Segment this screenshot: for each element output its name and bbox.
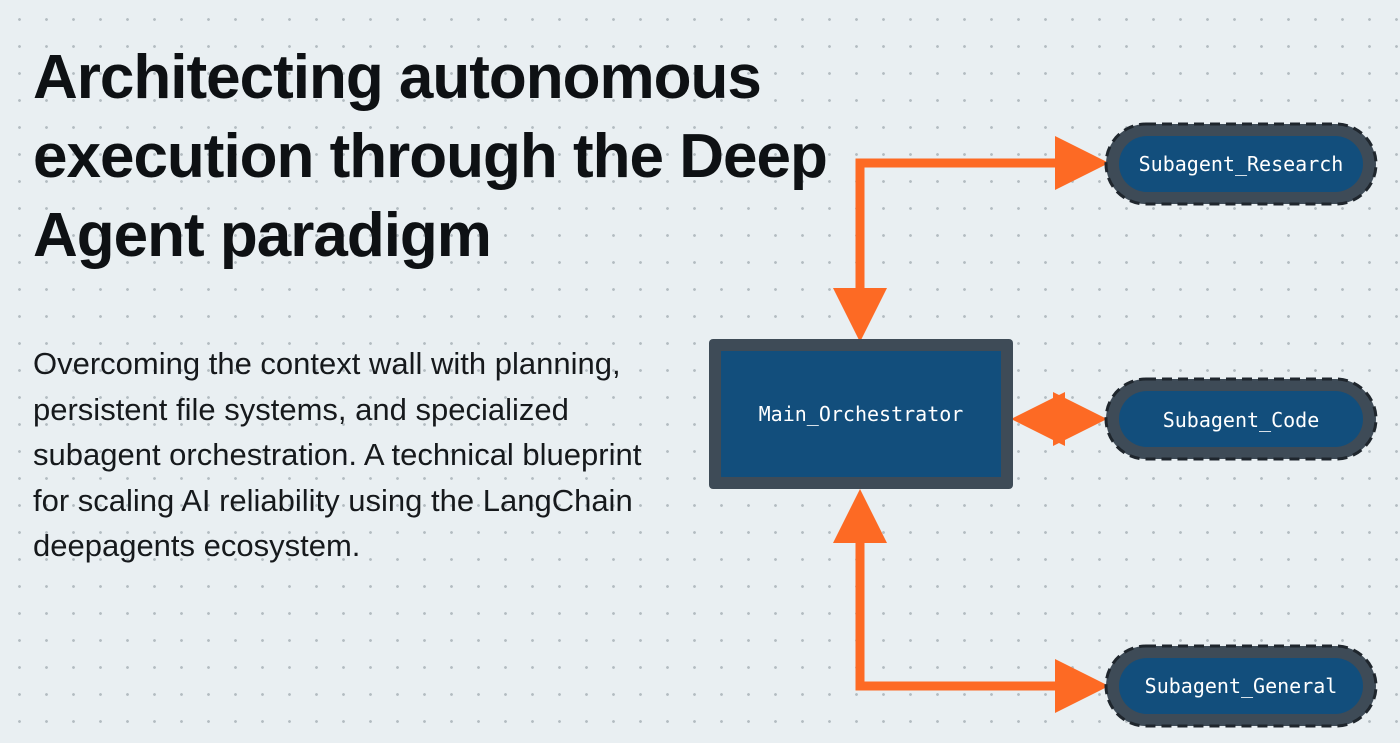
subagent-node-research: Subagent_Research xyxy=(1104,122,1378,206)
subagent-node-general: Subagent_General xyxy=(1104,644,1378,728)
page-subtitle: Overcoming the context wall with plannin… xyxy=(33,346,642,563)
connector-general xyxy=(833,489,1109,713)
subagent-label-general: Subagent_General xyxy=(1145,674,1338,698)
subagent-label-research: Subagent_Research xyxy=(1139,152,1344,176)
subagent-node-code: Subagent_Code xyxy=(1104,377,1378,461)
page-title: Architecting autonomous execution throug… xyxy=(33,43,828,270)
subagent-label-code: Subagent_Code xyxy=(1163,408,1320,432)
orchestrator-label: Main_Orchestrator xyxy=(759,402,964,426)
connector-research xyxy=(833,136,1109,342)
orchestrator-node: Main_Orchestrator xyxy=(709,339,1013,489)
